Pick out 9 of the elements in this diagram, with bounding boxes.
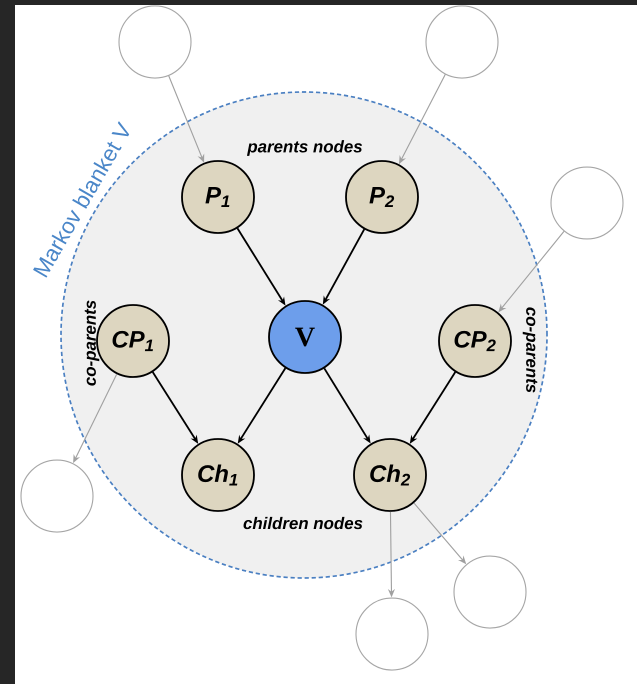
empty-node-circle [118, 5, 192, 79]
empty-node-circle [425, 5, 499, 79]
group-label: co-parents [522, 307, 538, 393]
empty-node-circle [20, 459, 94, 533]
empty-node-circle [453, 555, 527, 629]
group-label: children nodes [244, 516, 362, 530]
group-label: parents nodes [246, 140, 362, 156]
empty-node-circle [355, 597, 429, 671]
empty-node-circle [550, 166, 624, 240]
